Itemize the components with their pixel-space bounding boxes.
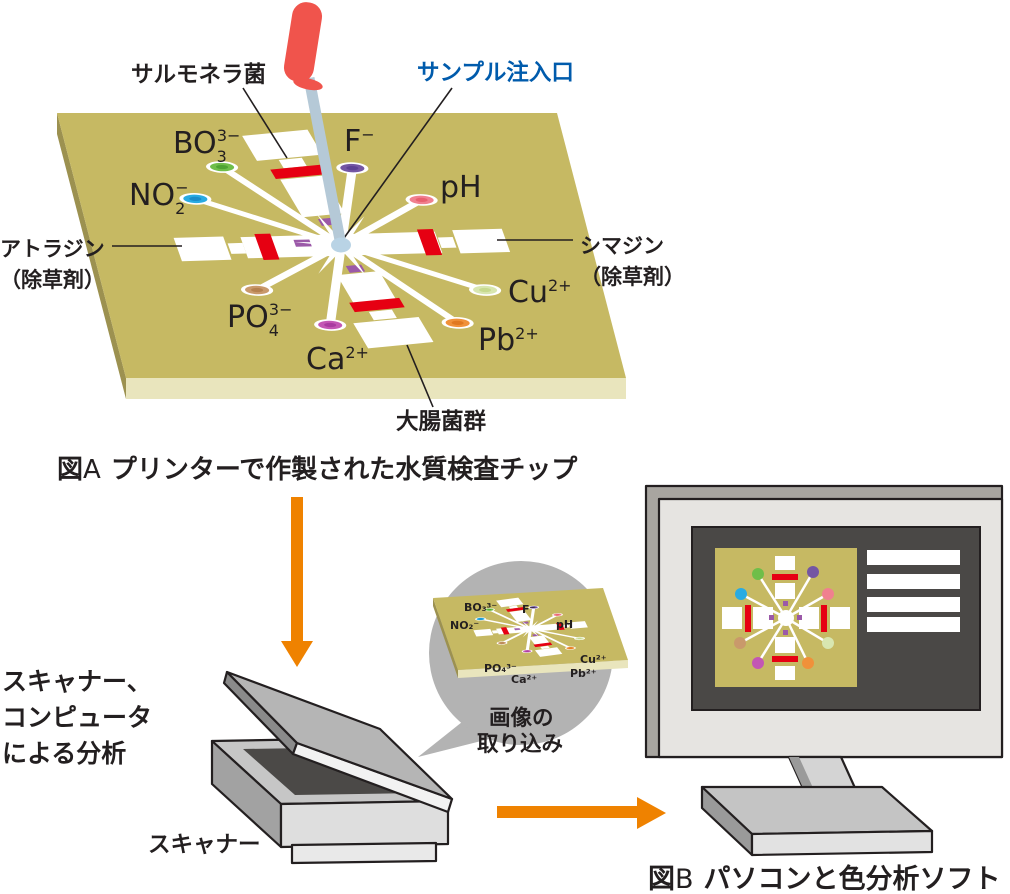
label-atrazine-1: アトラジン [0,237,105,261]
dropper-stem [303,76,346,242]
figure-a-chip: サルモネラ菌 サンプル注入口 BO33− NO2− F− pH アトラジン （除… [0,2,685,485]
analysis-note-line1: スキャナー、 [2,667,152,696]
mini-label-po4: PO₄³⁻ [484,662,517,675]
arrow-down-icon [281,497,313,667]
scanner-lid-top [225,670,454,801]
label-atrazine-2: （除草剤） [0,268,105,292]
scanner-illustration [210,670,454,865]
mini-label-ca: Ca²⁺ [511,673,537,686]
scanner-base-front [279,799,450,849]
label-ph: pH [440,170,482,205]
bubble-text-line1: 画像の [489,705,554,731]
chip-side-face [57,113,126,399]
label-simazine-2: （除草剤） [580,265,685,289]
leader-inlet [343,87,453,239]
screen-chip-channels [739,571,829,664]
monitor-stand-base-front [750,829,934,857]
mini-label-f: F⁻ [522,603,536,616]
sample-inlet-dot [331,237,351,253]
mini-label-bo3: BO₃³⁻ [464,601,497,614]
capture-bubble: BO₃³⁻ F⁻ NO₂⁻ pH PO₄³⁻ Ca²⁺ Cu²⁺ Pb²⁺ 画像… [418,561,630,757]
dropper-collar [293,77,323,91]
analysis-note-line2: コンピュータ [2,703,152,732]
dropper-bulb [283,2,323,82]
label-simazine-1: シマジン [580,234,664,258]
dropper-icon [283,2,346,242]
label-salmonella: サルモネラ菌 [131,62,266,88]
screen-chip-image [715,548,857,687]
leader-salmonella [242,87,288,159]
label-pb: Pb2+ [478,323,539,358]
analysis-note-line3: による分析 [2,739,126,768]
screen-result-bars [867,550,960,632]
label-coliform: 大腸菌群 [396,408,487,435]
label-f: F− [344,124,375,159]
leader-coliform [406,344,434,408]
mini-chip [431,586,630,678]
label-bo3: BO33− [173,126,240,166]
chip-front-face [126,378,626,399]
label-po4: PO43− [227,300,293,340]
label-ca: Ca2+ [306,342,369,377]
label-cu: Cu2+ [508,275,572,310]
label-no2: NO2− [129,178,189,218]
label-sample-inlet: サンプル注入口 [417,59,574,86]
scanner-foot [290,841,438,865]
bubble-text-line2: 取り込み [477,732,563,757]
mini-label-cu: Cu²⁺ [580,653,607,666]
scanner-label: スキャナー [148,832,261,858]
mini-label-pb: Pb²⁺ [570,667,597,680]
arrow-right-icon [497,797,666,829]
mini-label-no2: NO₂⁻ [450,619,479,632]
mini-label-ph: pH [556,618,573,631]
